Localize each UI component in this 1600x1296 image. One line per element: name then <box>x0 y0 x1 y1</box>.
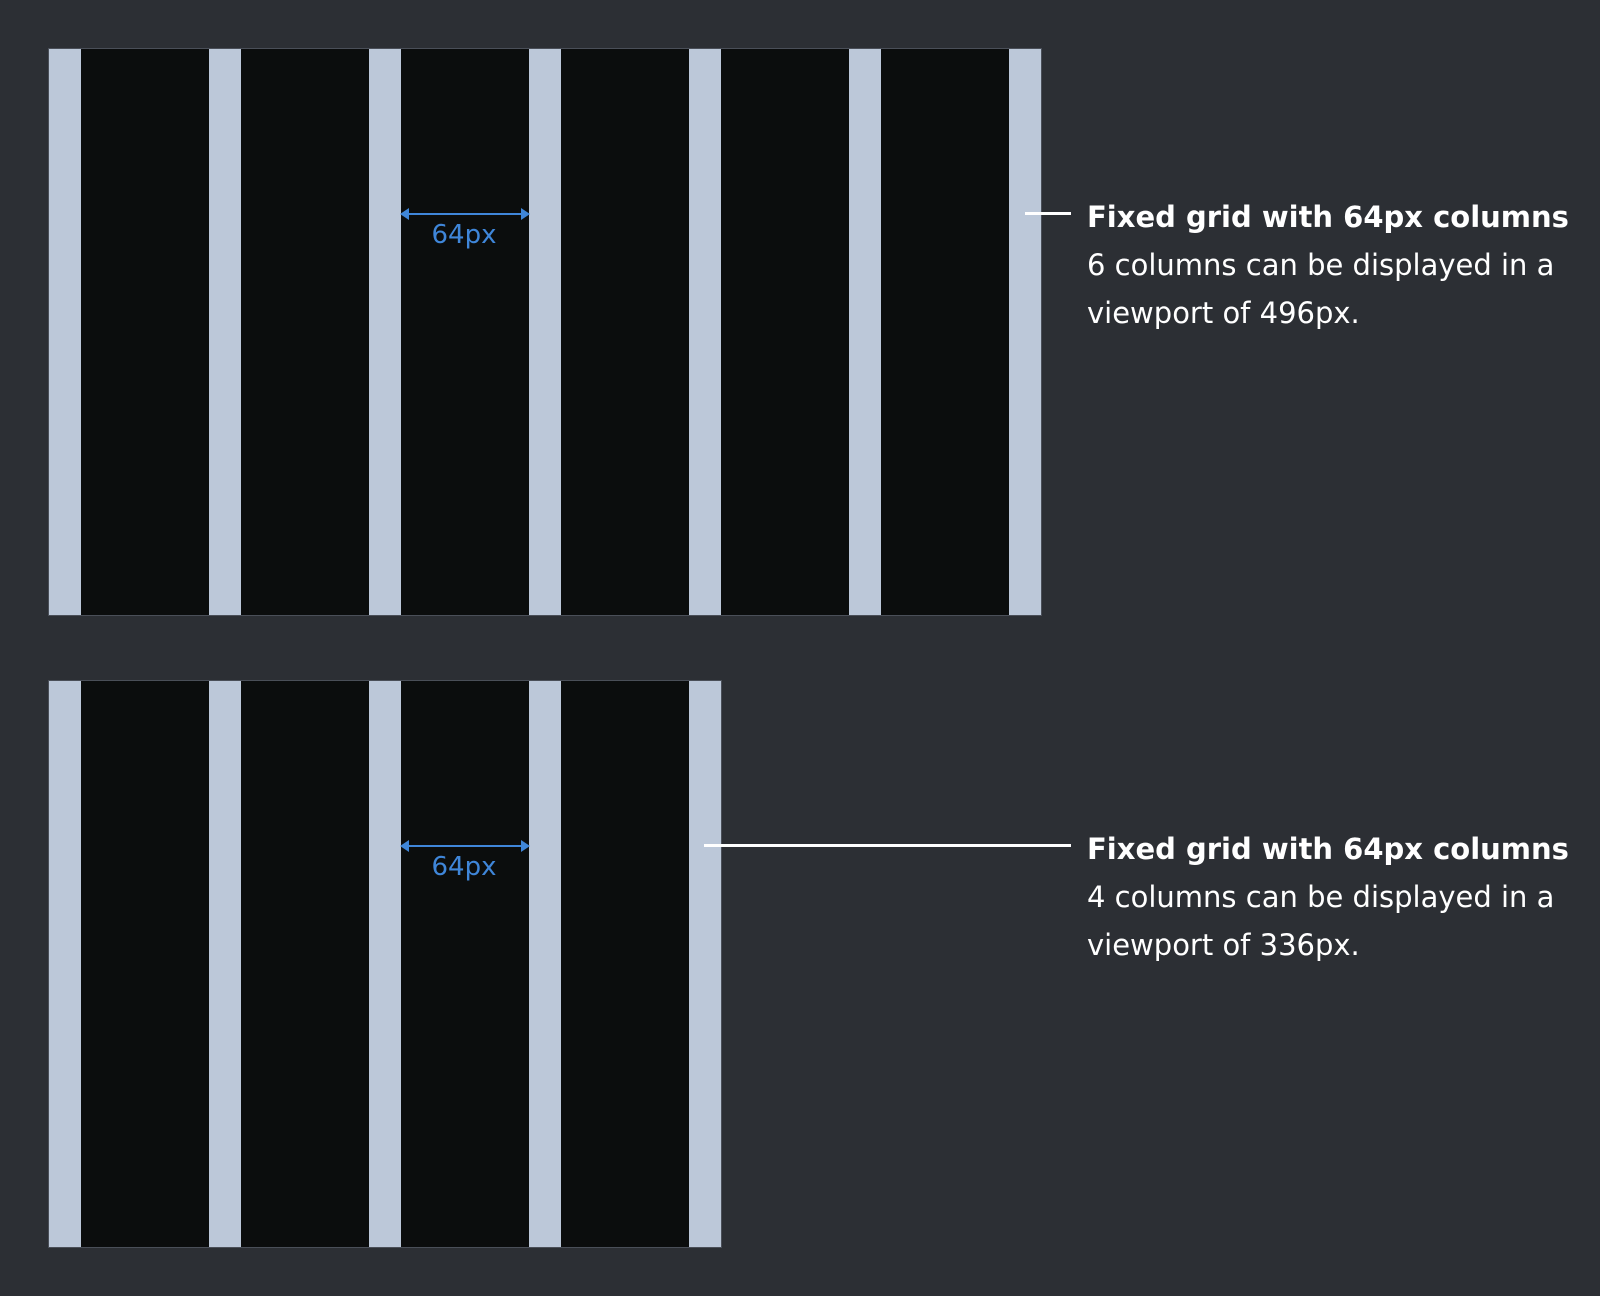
annotation-description: 4 columns can be displayed in a viewport… <box>1087 880 1555 962</box>
gutter <box>849 49 881 615</box>
column-width-measure-label: 64px <box>431 852 497 882</box>
gutter <box>369 681 401 1247</box>
annotation-description: 6 columns can be displayed in a viewport… <box>1087 248 1555 330</box>
grid-column <box>81 681 209 1247</box>
grid-column <box>81 49 209 615</box>
gutter <box>529 49 561 615</box>
annotation-title: Fixed grid with 64px columns <box>1087 832 1569 866</box>
grid-four-columns <box>48 680 722 1248</box>
grid-column <box>401 681 529 1247</box>
gutter <box>529 681 561 1247</box>
gutter <box>49 681 81 1247</box>
column-width-measure-arrow <box>400 840 530 852</box>
grid-column <box>561 681 689 1247</box>
gutter <box>689 681 721 1247</box>
grid-column <box>561 49 689 615</box>
grid-column <box>721 49 849 615</box>
grid-column <box>241 681 369 1247</box>
annotation-leader-line <box>704 844 1071 847</box>
grid-column <box>881 49 1009 615</box>
column-width-measure-arrow <box>400 208 530 220</box>
column-width-measure-label: 64px <box>431 220 497 250</box>
grid-column <box>401 49 529 615</box>
gutter <box>369 49 401 615</box>
gutter <box>689 49 721 615</box>
annotation-four-columns: Fixed grid with 64px columns 4 columns c… <box>1087 825 1587 969</box>
annotation-leader-line <box>1025 212 1071 215</box>
annotation-title: Fixed grid with 64px columns <box>1087 200 1569 234</box>
annotation-six-columns: Fixed grid with 64px columns 6 columns c… <box>1087 193 1587 337</box>
gutter <box>49 49 81 615</box>
gutter <box>209 49 241 615</box>
gutter <box>1009 49 1041 615</box>
grid-six-columns <box>48 48 1042 616</box>
grid-column <box>241 49 369 615</box>
gutter <box>209 681 241 1247</box>
